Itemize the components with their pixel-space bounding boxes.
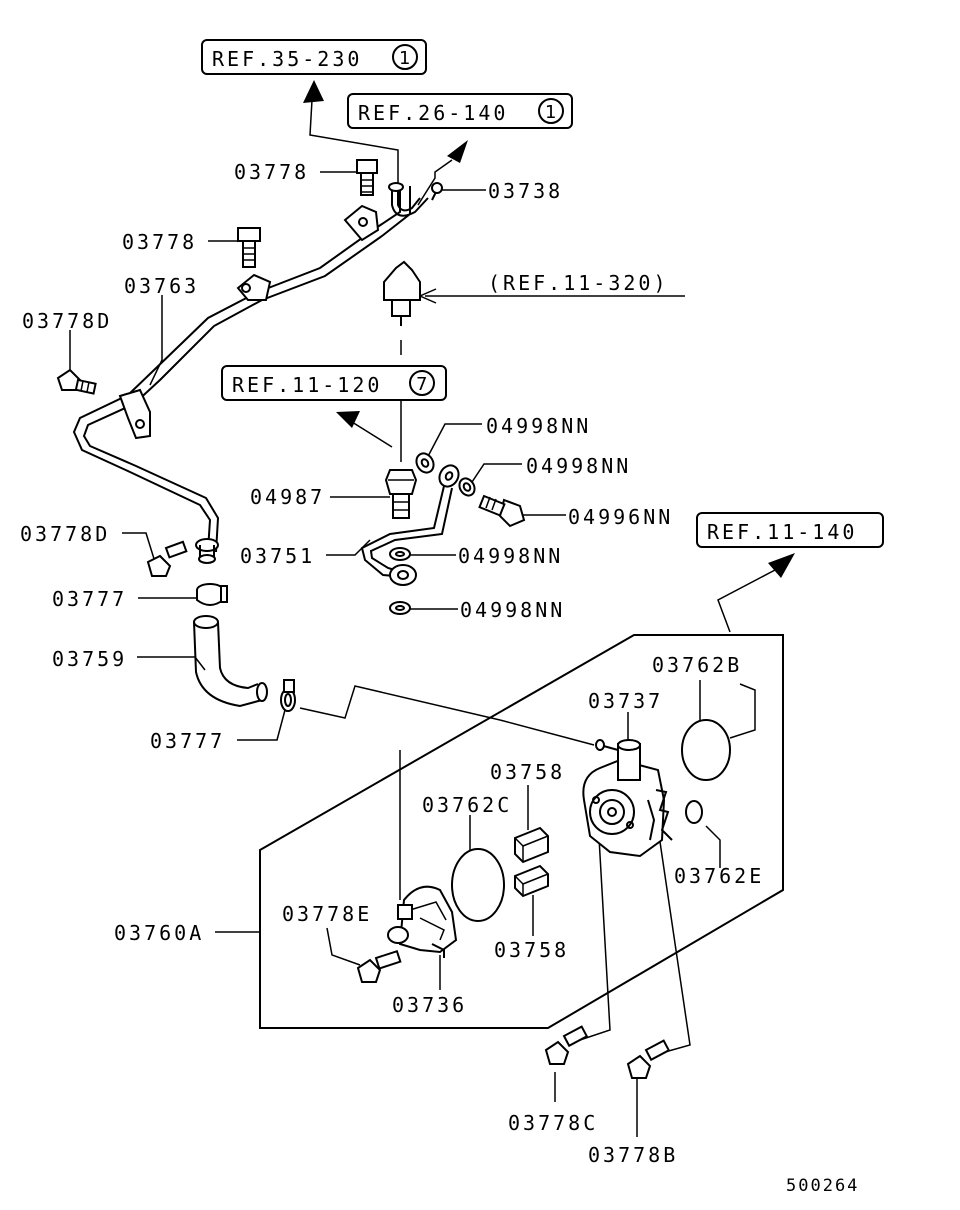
bolt-icon-03778-top[interactable] [356, 159, 378, 196]
ref-11-320-text: (REF.11-320) [488, 271, 669, 295]
pad-icon-03758-bottom[interactable] [514, 864, 549, 898]
bolt-icon-03778-mid[interactable] [237, 227, 261, 268]
ref-11-120-box[interactable]: REF.11-120 7 [221, 365, 447, 401]
label-04998NN-b[interactable]: 04998NN [526, 454, 631, 478]
label-03778E[interactable]: 03778E [282, 902, 372, 926]
ref-35-230-text: REF.35-230 [212, 47, 362, 71]
bolt-icon-03778C[interactable] [544, 1025, 589, 1065]
bolt-icon-03778B[interactable] [626, 1039, 671, 1079]
pipe-upper-03738[interactable] [388, 182, 429, 217]
gasket-03762B[interactable] [681, 719, 731, 781]
ref-26-140-box[interactable]: REF.26-140 1 [347, 93, 573, 129]
sensor-icon-ref-11-320[interactable] [383, 260, 421, 355]
label-03778D-top[interactable]: 03778D [22, 309, 112, 333]
bolt-icon-03778D-bottom[interactable] [146, 540, 188, 577]
label-03763[interactable]: 03763 [124, 274, 199, 298]
ref-26-140-circle-number: 1 [545, 102, 556, 123]
ref-11-320-label[interactable]: (REF.11-320) [488, 271, 669, 295]
label-04987[interactable]: 04987 [250, 485, 325, 509]
ref-26-140-text: REF.26-140 [358, 101, 508, 125]
label-03777-top[interactable]: 03777 [52, 587, 127, 611]
label-03751[interactable]: 03751 [240, 544, 315, 568]
ref-11-120-text: REF.11-120 [232, 373, 382, 397]
diagram-id: 500264 [786, 1176, 859, 1196]
washer-icon-04998NN-c[interactable] [389, 547, 411, 561]
label-03778C[interactable]: 03778C [508, 1111, 598, 1135]
label-03778B[interactable]: 03778B [588, 1143, 678, 1167]
label-04998NN-c[interactable]: 04998NN [458, 544, 563, 568]
union-bolt-icon-04987[interactable] [384, 469, 418, 519]
bolt-icon-03778D-top[interactable] [56, 368, 97, 395]
washer-icon-04998NN-a[interactable] [413, 450, 437, 475]
washer-icon-04998NN-b[interactable] [456, 476, 477, 499]
ref-35-230-circle-number: 1 [399, 48, 410, 69]
gasket-03762E[interactable] [685, 800, 703, 824]
arrow-icon-ref-11-120 [336, 411, 393, 448]
ref-11-140-box[interactable]: REF.11-140 [696, 512, 884, 548]
bolt-icon-04996NN[interactable] [478, 494, 526, 528]
label-03736[interactable]: 03736 [392, 993, 467, 1017]
hose-03759[interactable] [193, 615, 268, 708]
part-labels: 03778 03738 03778 03763 03778D 04998NN 0… [20, 160, 764, 1167]
label-03777-bottom[interactable]: 03777 [150, 729, 225, 753]
gasket-03762C[interactable] [451, 848, 505, 922]
bolt-icon-03738[interactable] [431, 182, 443, 201]
arrow-icon-ref-11-140 [717, 553, 795, 633]
label-03758-bottom[interactable]: 03758 [494, 938, 569, 962]
label-03760A[interactable]: 03760A [114, 921, 204, 945]
ref-11-140-text: REF.11-140 [707, 520, 857, 544]
pipe-03751[interactable] [360, 462, 462, 586]
label-03762C[interactable]: 03762C [422, 793, 512, 817]
label-03758-top[interactable]: 03758 [490, 760, 565, 784]
pad-icon-03758-top[interactable] [514, 826, 549, 864]
bolt-icon-03778E[interactable] [356, 949, 402, 983]
assembly-outline-03760A [259, 634, 784, 1029]
label-03737[interactable]: 03737 [588, 689, 663, 713]
washer-icon-04998NN-d[interactable] [389, 601, 411, 615]
pipe-03763[interactable] [72, 186, 411, 564]
label-03759[interactable]: 03759 [52, 647, 127, 671]
label-03738[interactable]: 03738 [488, 179, 563, 203]
clamp-icon-03777-bottom[interactable] [280, 679, 296, 712]
label-03778-top[interactable]: 03778 [234, 160, 309, 184]
cover-plate-03736[interactable] [387, 885, 458, 958]
ref-35-230-box[interactable]: REF.35-230 1 [201, 39, 427, 75]
ref-11-120-circle-number: 7 [416, 374, 427, 395]
label-04998NN-d[interactable]: 04998NN [460, 598, 565, 622]
arrow-icon-ref-35-230 [303, 80, 399, 190]
bracket-03737[interactable] [582, 739, 673, 858]
label-03778D-bottom[interactable]: 03778D [20, 522, 110, 546]
label-03762E[interactable]: 03762E [674, 864, 764, 888]
label-04998NN-a[interactable]: 04998NN [486, 414, 591, 438]
arrow-icon-ref-26-140 [417, 140, 468, 206]
label-04996NN[interactable]: 04996NN [568, 505, 673, 529]
label-03762B[interactable]: 03762B [652, 653, 742, 677]
label-03778-mid[interactable]: 03778 [122, 230, 197, 254]
clamp-icon-03777-top[interactable] [196, 583, 228, 606]
